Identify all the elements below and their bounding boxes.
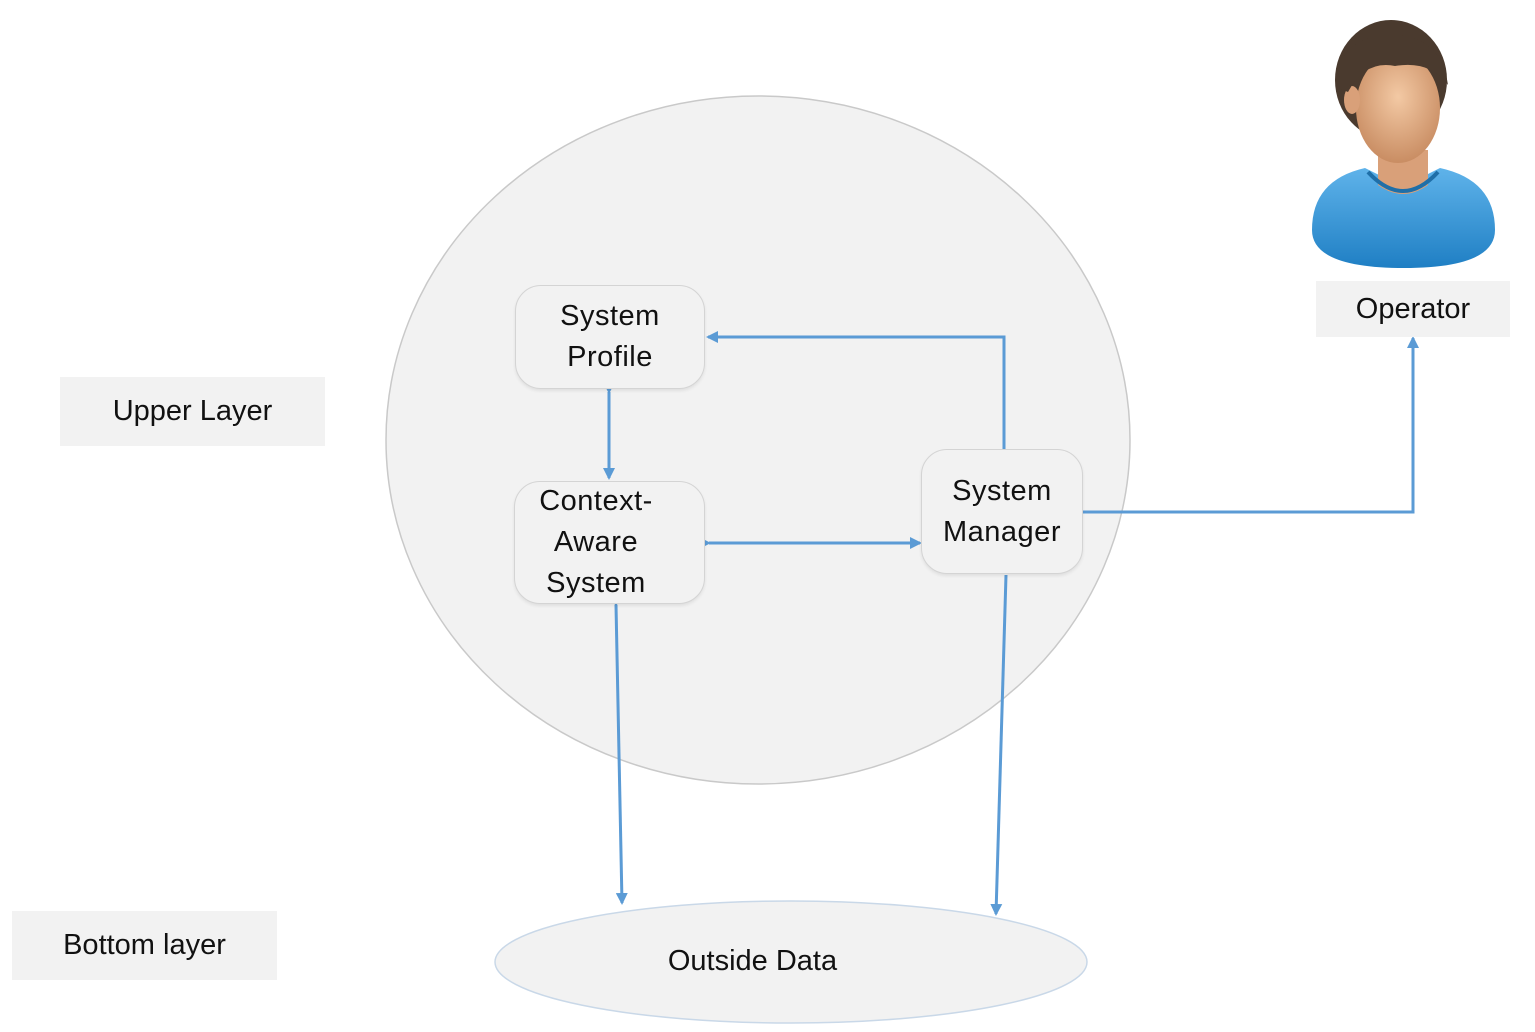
context-aware-system-node: Context- Aware System — [514, 481, 705, 604]
arrow-manager-to-profile — [706, 331, 1006, 450]
arrow-context-outside — [609, 594, 628, 905]
upper-layer-label: Upper Layer — [60, 377, 325, 446]
outside-data-label: Outside Data — [667, 945, 838, 977]
system-profile-label: System Profile — [560, 300, 660, 373]
system-manager-node: System Manager — [921, 449, 1083, 574]
operator-label: Operator — [1316, 281, 1510, 337]
user-avatar-icon — [1312, 20, 1495, 268]
system-profile-node: System Profile — [515, 285, 705, 389]
arrow-manager-outside — [990, 574, 1008, 916]
bottom-layer-label: Bottom layer — [12, 911, 277, 980]
outside-data-ellipse — [494, 900, 1088, 1024]
arrow-manager-operator — [1073, 336, 1419, 518]
system-manager-label: System Manager — [943, 474, 1061, 548]
context-aware-system-label: Context- Aware System — [539, 485, 653, 599]
upper-layer-circle — [385, 95, 1131, 785]
